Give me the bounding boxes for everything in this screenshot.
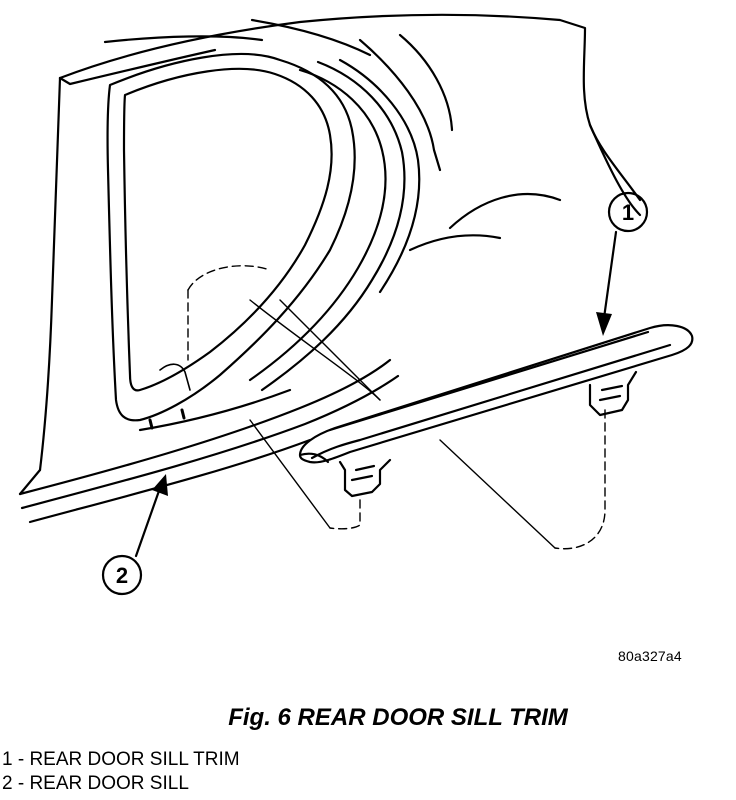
callout-leaders <box>134 230 618 558</box>
callout-circle-1 <box>607 191 649 233</box>
callout-number-2: 2 <box>116 563 128 588</box>
quarter-panel <box>18 13 642 496</box>
legend: 1 - REAR DOOR SILL TRIM 2 - REAR DOOR SI… <box>2 748 240 796</box>
legend-item: 2 - REAR DOOR SILL <box>2 773 189 794</box>
guide-lines-solid <box>249 299 556 549</box>
callout-number-1: 1 <box>622 200 634 225</box>
callout-circle-2 <box>101 554 143 596</box>
legend-item: 1 - REAR DOOR SILL TRIM <box>2 749 240 770</box>
installation-guide-lines <box>187 265 606 550</box>
image-reference-code: 80a327a4 <box>618 648 682 664</box>
door-sill-illustration: 1 2 <box>18 13 694 596</box>
figure-title: Fig. 6 REAR DOOR SILL TRIM <box>228 704 568 731</box>
rear-door-sill-trim <box>298 324 694 498</box>
